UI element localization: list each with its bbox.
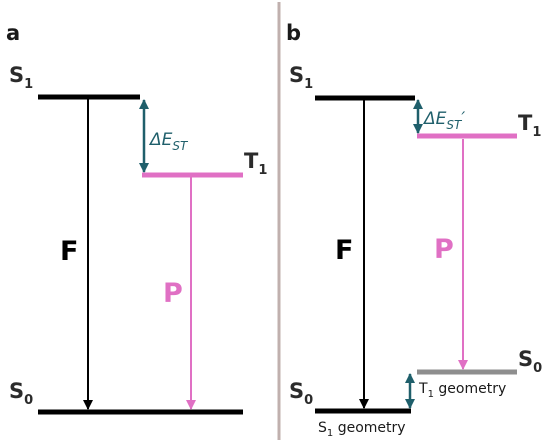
panel-a-gap-label: ΔEST [148, 130, 189, 153]
panel-b-t1-geometry-label: T1 geometry [418, 381, 506, 400]
panel-b-t1-label: T1 [518, 111, 541, 140]
panel-a-fluorescence-label: F [60, 236, 78, 267]
panel-b-s0-label: S0 [289, 379, 313, 408]
panel-a-phosphorescence-label: P [163, 278, 183, 309]
panel-a-s0-label: S0 [9, 379, 33, 408]
panel-a-s1-label: S1 [9, 63, 33, 92]
panel-b-phosphorescence-label: P [434, 234, 454, 265]
panel-a-letter: a [6, 21, 20, 45]
panel-b-letter: b [286, 21, 301, 45]
panel-b: b S1 T1 S0 S0 ΔEST′ F P [286, 21, 542, 439]
panel-b-gap-label: ΔEST′ [422, 109, 465, 132]
panel-b-s1-geometry-label: S1 geometry [318, 420, 406, 439]
panel-b-fluorescence-label: F [335, 235, 353, 266]
panel-a-t1-label: T1 [244, 149, 267, 178]
panel-b-s1-label: S1 [289, 63, 313, 92]
panel-b-s0-t1geom-label: S0 [518, 347, 542, 376]
panel-a: a S1 T1 S0 ΔEST F P [6, 21, 267, 415]
